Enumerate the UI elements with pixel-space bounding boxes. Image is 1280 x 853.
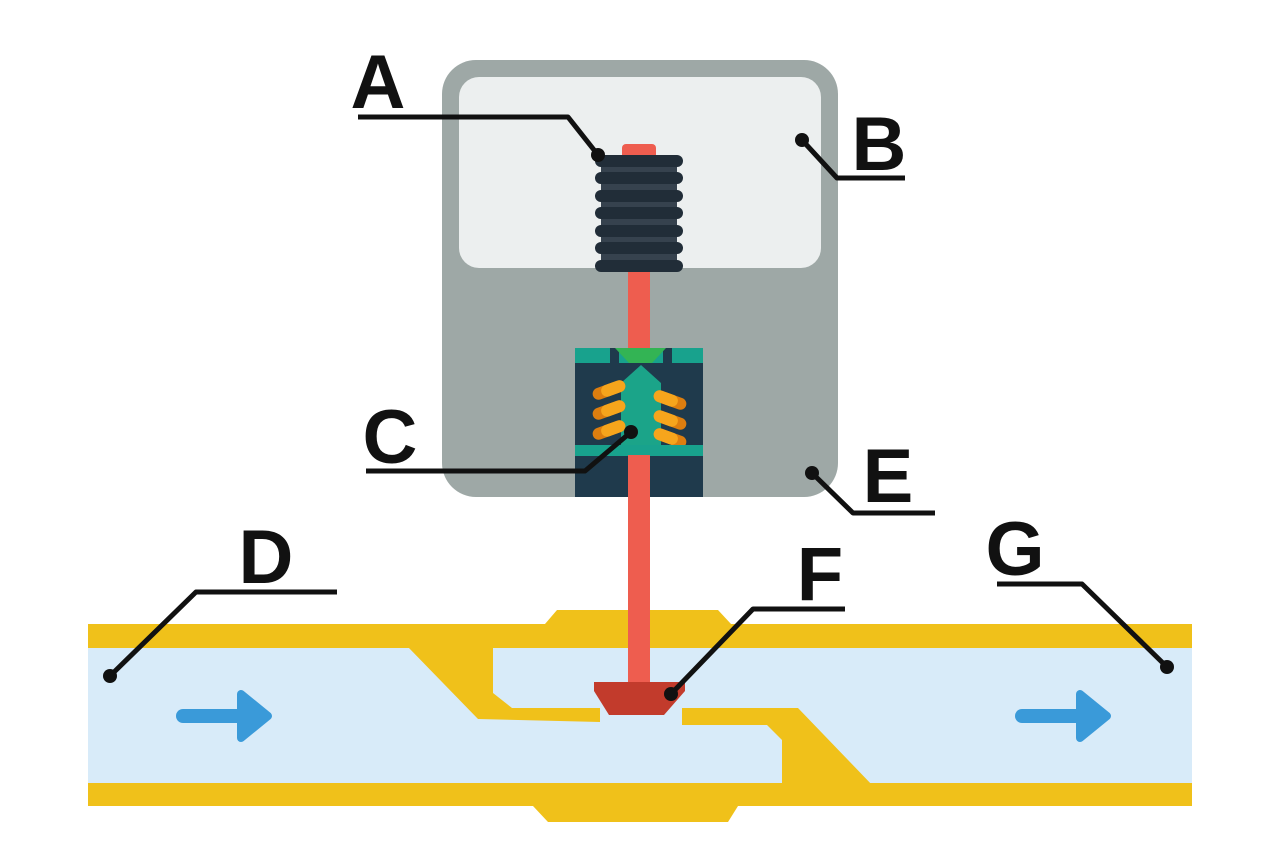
leader-dot-g xyxy=(1160,660,1174,674)
leader-dot-e xyxy=(805,466,819,480)
leader-dot-a xyxy=(591,148,605,162)
valve-seat-right xyxy=(682,708,874,787)
valve-stem-upper xyxy=(628,253,650,360)
flow-arrow-right-icon xyxy=(1015,690,1111,742)
valve-seat-left xyxy=(408,647,600,722)
callout-leaders xyxy=(108,114,1169,696)
leader-dot-f xyxy=(664,687,678,701)
callout-letters: A B C D E F G xyxy=(239,40,1045,617)
flow-arrow-left-icon xyxy=(176,690,272,742)
callout-letter-e: E xyxy=(863,434,914,519)
callout-letter-a: A xyxy=(351,40,406,125)
leader-d xyxy=(108,589,337,678)
leader-c xyxy=(366,430,633,474)
solenoid-top-notch-right xyxy=(663,348,672,363)
leader-b xyxy=(800,138,905,181)
callout-letter-c: C xyxy=(363,395,418,480)
spring xyxy=(595,144,683,272)
solenoid-top-notch-left xyxy=(610,348,619,363)
callout-letter-b: B xyxy=(852,102,907,187)
leader-dot-b xyxy=(795,133,809,147)
leader-e xyxy=(810,471,935,516)
leader-a xyxy=(358,114,600,157)
coil-winding-right xyxy=(653,390,687,448)
leader-g xyxy=(997,581,1169,669)
leader-dot-c xyxy=(624,425,638,439)
stem-seal-wedge xyxy=(615,348,666,363)
callout-letter-f: F xyxy=(797,532,843,617)
spring-coil-ribs xyxy=(595,155,683,272)
callout-dots xyxy=(103,133,1174,701)
valve-plug xyxy=(594,682,685,715)
leader-dot-d xyxy=(103,669,117,683)
coil-winding-left xyxy=(592,380,626,440)
solenoid-bottom-band xyxy=(575,445,703,456)
callout-letter-d: D xyxy=(239,515,294,600)
callout-letter-g: G xyxy=(985,507,1044,592)
pipe-wall-bottom xyxy=(88,783,1192,822)
leader-f xyxy=(669,606,845,696)
valve-stem-lower xyxy=(628,455,650,683)
